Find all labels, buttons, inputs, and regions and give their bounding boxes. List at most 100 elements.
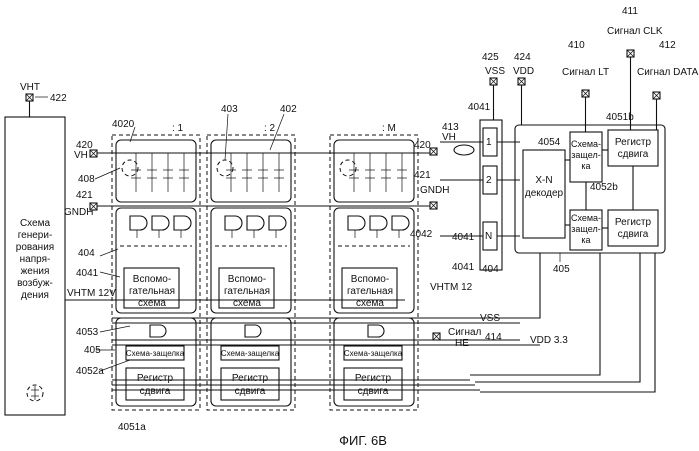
shift-top-label-2: сдвига bbox=[618, 149, 649, 160]
latch-top-label-2: защел- bbox=[571, 150, 600, 160]
column-1-heater-icon bbox=[122, 160, 138, 176]
vhtm-12v-label: VHTM 12V bbox=[67, 288, 116, 299]
column-2-and-gate-0 bbox=[225, 216, 242, 230]
vss-pin-label: VSS bbox=[485, 66, 505, 77]
column-3-gate-4053 bbox=[368, 325, 384, 337]
ref-405-right: 405 bbox=[553, 264, 570, 275]
ref-405-left: 405 bbox=[84, 345, 101, 356]
xn-decoder-label-1: X-N bbox=[535, 175, 552, 186]
shift-top-label-1: Регистр bbox=[615, 137, 652, 148]
ref-404-left: 404 bbox=[78, 248, 95, 259]
column-3-and-gate-1 bbox=[370, 216, 387, 230]
bus-bundle-icon bbox=[454, 145, 474, 155]
generator-label-1: Схема bbox=[20, 218, 51, 229]
signal-he-label-2: HE bbox=[455, 338, 469, 349]
column-2-aux-label-1: Вспомо- bbox=[228, 274, 266, 285]
ref-422: 422 bbox=[50, 93, 67, 104]
shift-bottom-label-2: сдвига bbox=[618, 229, 649, 240]
ref-410: 410 bbox=[568, 40, 585, 51]
vss-bus-label: VSS bbox=[480, 313, 500, 324]
column-2-and-gate-2 bbox=[269, 216, 286, 230]
ref-421-right: 421 bbox=[414, 170, 431, 181]
decoder-row-1: 1 bbox=[486, 137, 492, 148]
column-3-and-gate-0 bbox=[348, 216, 365, 230]
column-2-shift-label-1: Регистр bbox=[232, 373, 269, 384]
vdd-pin-label: VDD bbox=[513, 66, 534, 77]
column-1-latch-label: Схема-защелка bbox=[126, 349, 185, 358]
ref-414: 414 bbox=[485, 332, 502, 343]
ref-4041-low: 4041 bbox=[452, 262, 475, 273]
column-3-heater-icon bbox=[340, 160, 356, 176]
column-2-and-gate-1 bbox=[247, 216, 264, 230]
drive-columns: Вспомо-гательнаясхемаСхема-защелкаРегист… bbox=[112, 135, 418, 410]
column-1-shift-label-2: сдвига bbox=[140, 386, 171, 397]
generator-label-3: рования bbox=[16, 242, 54, 253]
gndh-right-label: GNDH bbox=[420, 185, 449, 196]
shift-register-top bbox=[608, 130, 658, 166]
ref-4041-mid: 4041 bbox=[452, 232, 475, 243]
generator-label-4: напря- bbox=[20, 254, 51, 265]
ref-408: 408 bbox=[78, 174, 95, 185]
column-3-shift-label-2: сдвига bbox=[358, 386, 389, 397]
decoder-outputs: 1 2 N bbox=[440, 120, 520, 270]
signal-he-label-1: Сигнал bbox=[448, 327, 482, 338]
ref-420-right: 420 bbox=[414, 140, 431, 151]
vdd-33-label: VDD 3.3 bbox=[530, 335, 568, 346]
ref-425: 425 bbox=[482, 52, 499, 63]
ref-424: 424 bbox=[514, 52, 531, 63]
figure-caption: ФИГ. 6В bbox=[339, 433, 387, 448]
decoder-row-2: 2 bbox=[486, 175, 492, 186]
column-2-gate-4053 bbox=[245, 325, 261, 337]
ref-411: 411 bbox=[622, 6, 638, 17]
ref-4051a: 4051a bbox=[118, 422, 146, 433]
column-1-aux-label-2: гательная bbox=[129, 286, 175, 297]
xn-decoder-label-2: декодер bbox=[525, 188, 564, 199]
ref-4052b: 4052b bbox=[590, 182, 618, 193]
shift-register-bottom bbox=[608, 210, 658, 246]
decoder-row-n: N bbox=[485, 231, 492, 242]
latch-bottom-label-3: ка bbox=[581, 235, 590, 245]
column-1-shift-label-1: Регистр bbox=[137, 373, 174, 384]
column-marker-2: : 2 bbox=[264, 123, 276, 134]
column-1-and-gate-2 bbox=[174, 216, 191, 230]
signal-lt-label: Сигнал LT bbox=[562, 67, 609, 78]
generator-label-7: дения bbox=[21, 290, 49, 301]
ref-412: 412 bbox=[659, 40, 676, 51]
column-marker-1: : 1 bbox=[172, 123, 184, 134]
ref-4054: 4054 bbox=[538, 137, 561, 148]
ref-4042: 4042 bbox=[410, 229, 433, 240]
drive-voltage-generator: Схема генери- рования напря- жения возбу… bbox=[5, 117, 65, 415]
column-1-and-gate-0 bbox=[130, 216, 147, 230]
column-2-heater-icon bbox=[217, 160, 233, 176]
column-3-aux-label-1: Вспомо- bbox=[351, 274, 389, 285]
vh-left-label: VH bbox=[74, 150, 88, 161]
column-1-and-gate-1 bbox=[152, 216, 169, 230]
ref-403: 403 bbox=[221, 104, 238, 115]
signal-data-label: Сигнал DATA bbox=[637, 67, 699, 78]
gndh-left-label: GNDH bbox=[64, 207, 93, 218]
ref-4041-top: 4041 bbox=[468, 102, 491, 113]
column-marker-m: : M bbox=[382, 123, 396, 134]
ref-413: 413 bbox=[442, 122, 459, 133]
generator-label-2: генери- bbox=[18, 230, 53, 241]
column-3-shift-label-1: Регистр bbox=[355, 373, 392, 384]
column-1-aux-label-1: Вспомо- bbox=[133, 274, 171, 285]
latch-bottom-label-1: Схема- bbox=[571, 213, 601, 223]
ref-4052a: 4052a bbox=[76, 366, 104, 377]
vht-label: VHT bbox=[20, 82, 40, 93]
column-3-and-gate-2 bbox=[392, 216, 409, 230]
ref-4020: 4020 bbox=[112, 119, 135, 130]
vh-right-label: VH bbox=[442, 132, 456, 143]
generator-label-5: жения bbox=[21, 266, 50, 277]
vhtm-12-label: VHTM 12 bbox=[430, 282, 473, 293]
column-1-gate-4053 bbox=[150, 325, 166, 337]
column-2-aux-label-2: гательная bbox=[224, 286, 270, 297]
column-3-aux-label-2: гательная bbox=[347, 286, 393, 297]
signal-clk-label: Сигнал CLK bbox=[607, 26, 663, 37]
column-2-shift-label-2: сдвига bbox=[235, 386, 266, 397]
shift-bottom-label-1: Регистр bbox=[615, 217, 652, 228]
ref-4041-left: 4041 bbox=[76, 268, 99, 279]
column-2-latch-label: Схема-защелка bbox=[221, 349, 280, 358]
latch-top-label-1: Схема- bbox=[571, 139, 601, 149]
